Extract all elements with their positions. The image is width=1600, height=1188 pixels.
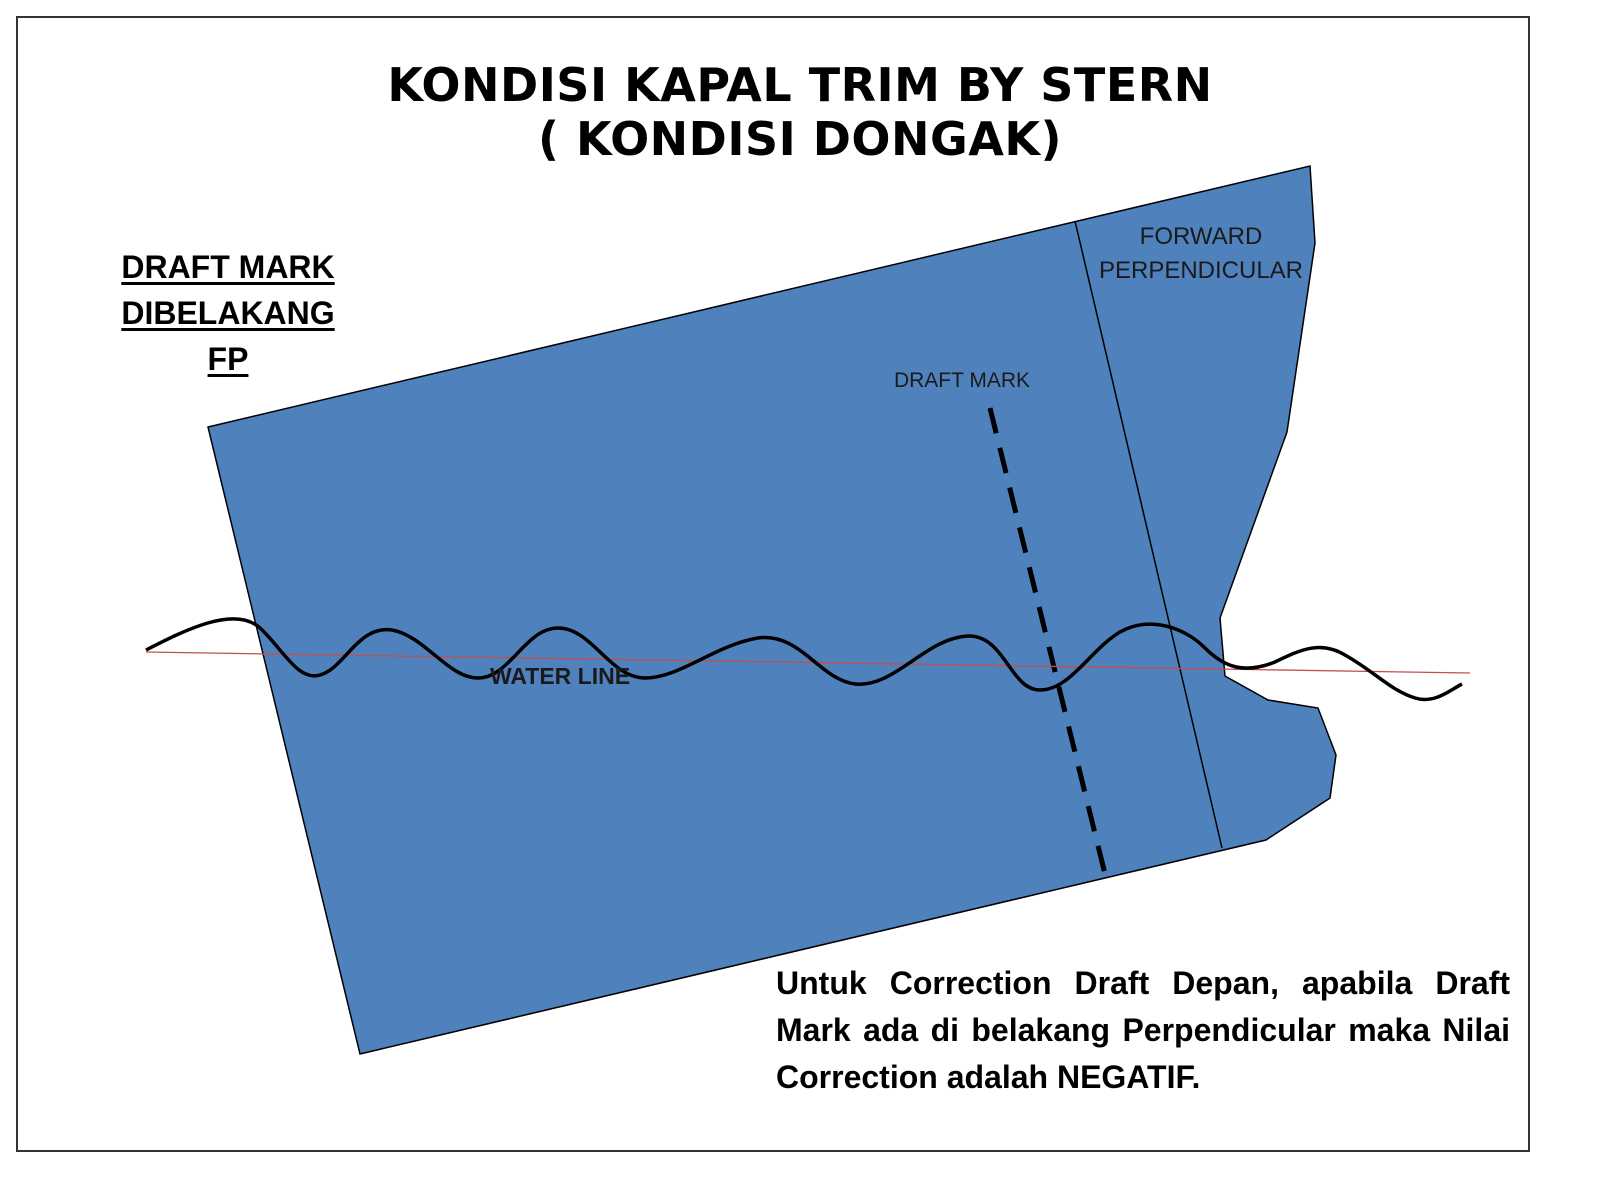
forward-perpendicular-line — [1074, 220, 1223, 849]
forward-perpendicular-label-line-1: FORWARD — [1140, 223, 1263, 250]
side-heading-text-1: DRAFT MARK — [121, 249, 335, 285]
draft-mark-label: DRAFT MARK — [894, 369, 1030, 392]
side-heading-line-2: DIBELAKANG FP — [98, 290, 358, 382]
title-line-2: ( KONDISI DONGAK) — [537, 112, 1063, 166]
wavy-water-line — [145, 617, 1463, 702]
ship-hull — [207, 165, 1337, 1055]
side-heading-text-2: DIBELAKANG FP — [121, 295, 335, 377]
side-heading-line-1: DRAFT MARK — [98, 244, 358, 290]
forward-perpendicular-label-line-2: PERPENDICULAR — [1099, 257, 1303, 284]
title-line-1: KONDISI KAPAL TRIM BY STERN — [387, 58, 1213, 112]
page-frame — [16, 16, 1530, 1152]
correction-note: Untuk Correction Draft Depan, apabila Dr… — [776, 965, 1510, 1095]
water-line-label: WATER LINE — [490, 663, 630, 689]
